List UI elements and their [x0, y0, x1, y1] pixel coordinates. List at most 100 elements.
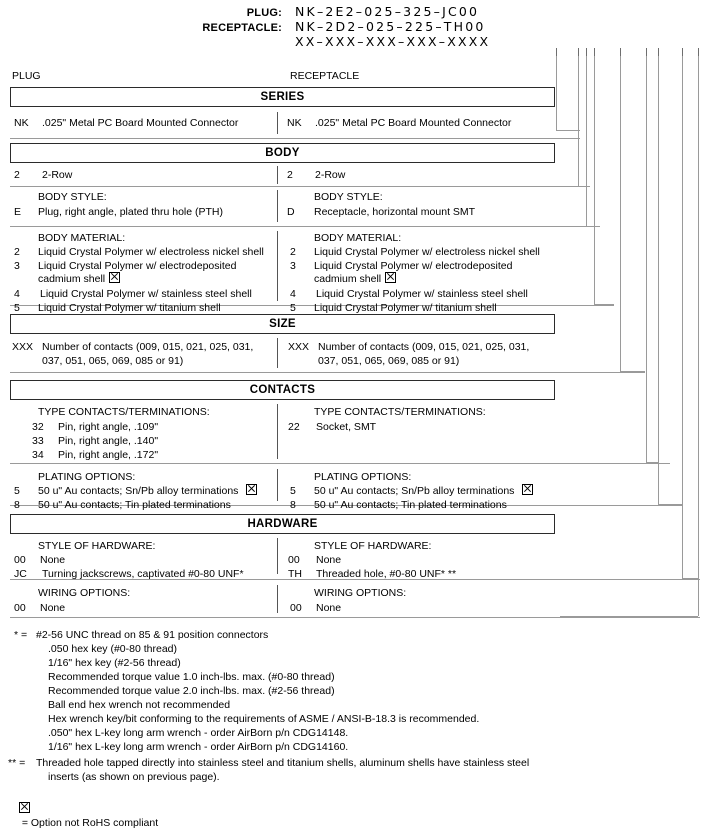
rule-plating-bottom	[10, 505, 682, 506]
leader-tick-4	[594, 48, 595, 59]
body-material-plug-text-0: Liquid Crystal Polymer w/ electroless ni…	[38, 246, 264, 258]
leader-line-body-row	[578, 56, 579, 186]
plating-plug-row-0: 50 u" Au contacts; Sn/Pb alloy terminati…	[38, 484, 258, 498]
leader-elbow-wiring	[560, 616, 698, 617]
plating-plug-text-1: 50 u" Au contacts; Tin plated terminatio…	[38, 499, 231, 511]
section-bar-hardware: HARDWARE	[10, 514, 555, 534]
plating-plug-heading: PLATING OPTIONS:	[38, 471, 136, 483]
leader-tick-1	[556, 48, 557, 59]
hardware-style-plug-code-0: 00	[14, 554, 26, 566]
body-material-recep-code-3: 5	[290, 302, 296, 314]
body-material-plug-text-3: Liquid Crystal Polymer w/ titanium shell	[38, 302, 221, 314]
footnote-single-star-line-6: Hex wrench key/bit conforming to the req…	[48, 713, 480, 725]
wiring-plug-text-0: None	[40, 602, 66, 614]
leader-line-hardware-style	[682, 56, 683, 578]
leader-line-contacts-type	[646, 56, 647, 462]
rule-wiring-bottom	[10, 617, 700, 618]
body-material-recep-text-2: Liquid Crystal Polymer w/ stainless stee…	[316, 288, 528, 300]
rule-size-bottom	[10, 372, 645, 373]
hardware-style-recep-text-1: Threaded hole, #0-80 UNF* **	[316, 568, 457, 580]
rule-body-row-bottom	[10, 186, 590, 187]
body-material-recep-code-0: 2	[290, 246, 296, 258]
plug-part-label: PLUG:	[246, 7, 282, 19]
hardware-style-plug-text-0: None	[40, 554, 66, 566]
leader-line-body-style	[586, 56, 587, 226]
hardware-style-recep-text-0: None	[316, 554, 342, 566]
leader-elbow-plating	[658, 504, 682, 505]
rule-series-bottom	[10, 138, 580, 139]
body-material-recep-code-2: 4	[290, 288, 296, 300]
divider-body-material	[277, 231, 278, 301]
contacts-type-recep-code-0: 22	[288, 421, 300, 433]
leader-line-plating	[658, 56, 659, 504]
footnote-single-star-line-8: 1/16" hex L-key long arm wrench - order …	[48, 741, 349, 753]
leader-line-wiring	[698, 56, 699, 616]
body-material-recep-text-3: Liquid Crystal Polymer w/ titanium shell	[314, 302, 497, 314]
contacts-type-plug-text-2: Pin, right angle, .172"	[58, 449, 159, 461]
size-recep-line1: Number of contacts (009, 015, 021, 025, …	[318, 341, 530, 353]
leader-line-series	[556, 56, 557, 130]
plating-recep-code-1: 8	[290, 499, 296, 511]
leader-tick-6	[646, 48, 647, 59]
plating-plug-code-1: 8	[14, 499, 20, 511]
plug-column-header: PLUG	[12, 70, 41, 82]
footnote-single-star-line-0: #2-56 UNC thread on 85 & 91 position con…	[36, 629, 269, 641]
body-material-recep-heading: BODY MATERIAL:	[314, 232, 402, 244]
body-material-plug-text-1-cont: cadmium shell	[38, 273, 106, 285]
leader-elbow-size	[620, 371, 645, 372]
contacts-type-plug-code-0: 32	[32, 421, 44, 433]
plug-part-value: NK–2E2–025–325–JC00	[295, 4, 480, 19]
section-bar-size: SIZE	[10, 314, 555, 334]
rule-contacts-type-bottom	[10, 463, 670, 464]
receptacle-part-value: NK–2D2–025–225–TH00	[295, 19, 486, 34]
plating-plug-code-0: 5	[14, 485, 20, 497]
body-material-plug-code-1: 3	[14, 260, 20, 272]
rule-body-material-bottom	[10, 305, 614, 306]
part-number-row-plug: PLUG: NK–2E2–025–325–JC00	[0, 4, 713, 19]
rohs-noncompliant-icon	[246, 484, 258, 495]
hardware-style-plug-text-1: Turning jackscrews, captivated #0-80 UNF…	[42, 568, 244, 580]
footnote-double-star-line-1: inserts (as shown on previous page).	[48, 771, 220, 783]
body-material-recep-text-1: Liquid Crystal Polymer w/ electrodeposit…	[314, 260, 513, 272]
leader-line-body-material	[594, 56, 595, 304]
wiring-recep-heading: WIRING OPTIONS:	[314, 587, 407, 599]
divider-contacts-type	[277, 404, 278, 459]
leader-tick-2	[578, 48, 579, 59]
body-material-plug-code-2: 4	[14, 288, 20, 300]
series-plug-code: NK	[14, 117, 29, 129]
rohs-noncompliant-icon	[109, 272, 121, 283]
wiring-recep-code-0: 00	[290, 602, 302, 614]
size-recep-code: XXX	[288, 341, 310, 353]
plating-plug-text-0: 50 u" Au contacts; Sn/Pb alloy terminati…	[38, 485, 239, 497]
leader-tick-9	[698, 48, 699, 59]
leader-elbow-series	[556, 130, 580, 131]
footnote-single-star-line-5: Ball end hex wrench not recommended	[48, 699, 231, 711]
body-style-plug-text: Plug, right angle, plated thru hole (PTH…	[38, 206, 224, 218]
footnote-single-star-mark: * =	[14, 629, 28, 641]
contacts-type-plug-text-1: Pin, right angle, .140"	[58, 435, 159, 447]
contacts-type-plug-text-0: Pin, right angle, .109"	[58, 421, 159, 433]
body-material-plug-code-3: 5	[14, 302, 20, 314]
receptacle-part-label: RECEPTACLE:	[202, 22, 282, 34]
part-number-row-pattern: XX–XXX–XXX–XXX–XXXX	[0, 34, 713, 49]
section-bar-body: BODY	[10, 143, 555, 163]
part-number-header: PLUG: NK–2E2–025–325–JC00 RECEPTACLE: NK…	[0, 4, 713, 49]
receptacle-column-header: RECEPTACLE	[290, 70, 360, 82]
body-row-plug-text: 2-Row	[42, 169, 73, 181]
body-style-recep-code: D	[287, 206, 295, 218]
body-row-plug-code: 2	[14, 169, 20, 181]
body-material-recep-text-0: Liquid Crystal Polymer w/ electroless ni…	[314, 246, 540, 258]
footnote-single-star-line-7: .050" hex L-key long arm wrench - order …	[48, 727, 349, 739]
size-plug-line2: 037, 051, 065, 069, 085 or 91)	[42, 355, 184, 367]
body-material-recep-text-1-cont: cadmium shell	[314, 273, 382, 285]
body-material-recep-code-1: 3	[290, 260, 296, 272]
footnote-single-star-line-4: Recommended torque value 2.0 inch-lbs. m…	[48, 685, 335, 697]
hardware-style-recep-code-0: 00	[288, 554, 300, 566]
leader-elbow-hardware-style	[682, 578, 698, 579]
body-style-recep-text: Receptacle, horizontal mount SMT	[314, 206, 476, 218]
body-style-recep-heading: BODY STYLE:	[314, 191, 383, 203]
hardware-style-recep-heading: STYLE OF HARDWARE:	[314, 540, 432, 552]
hardware-style-plug-heading: STYLE OF HARDWARE:	[38, 540, 156, 552]
wiring-plug-code-0: 00	[14, 602, 26, 614]
plating-recep-text-0: 50 u" Au contacts; Sn/Pb alloy terminati…	[314, 485, 515, 497]
